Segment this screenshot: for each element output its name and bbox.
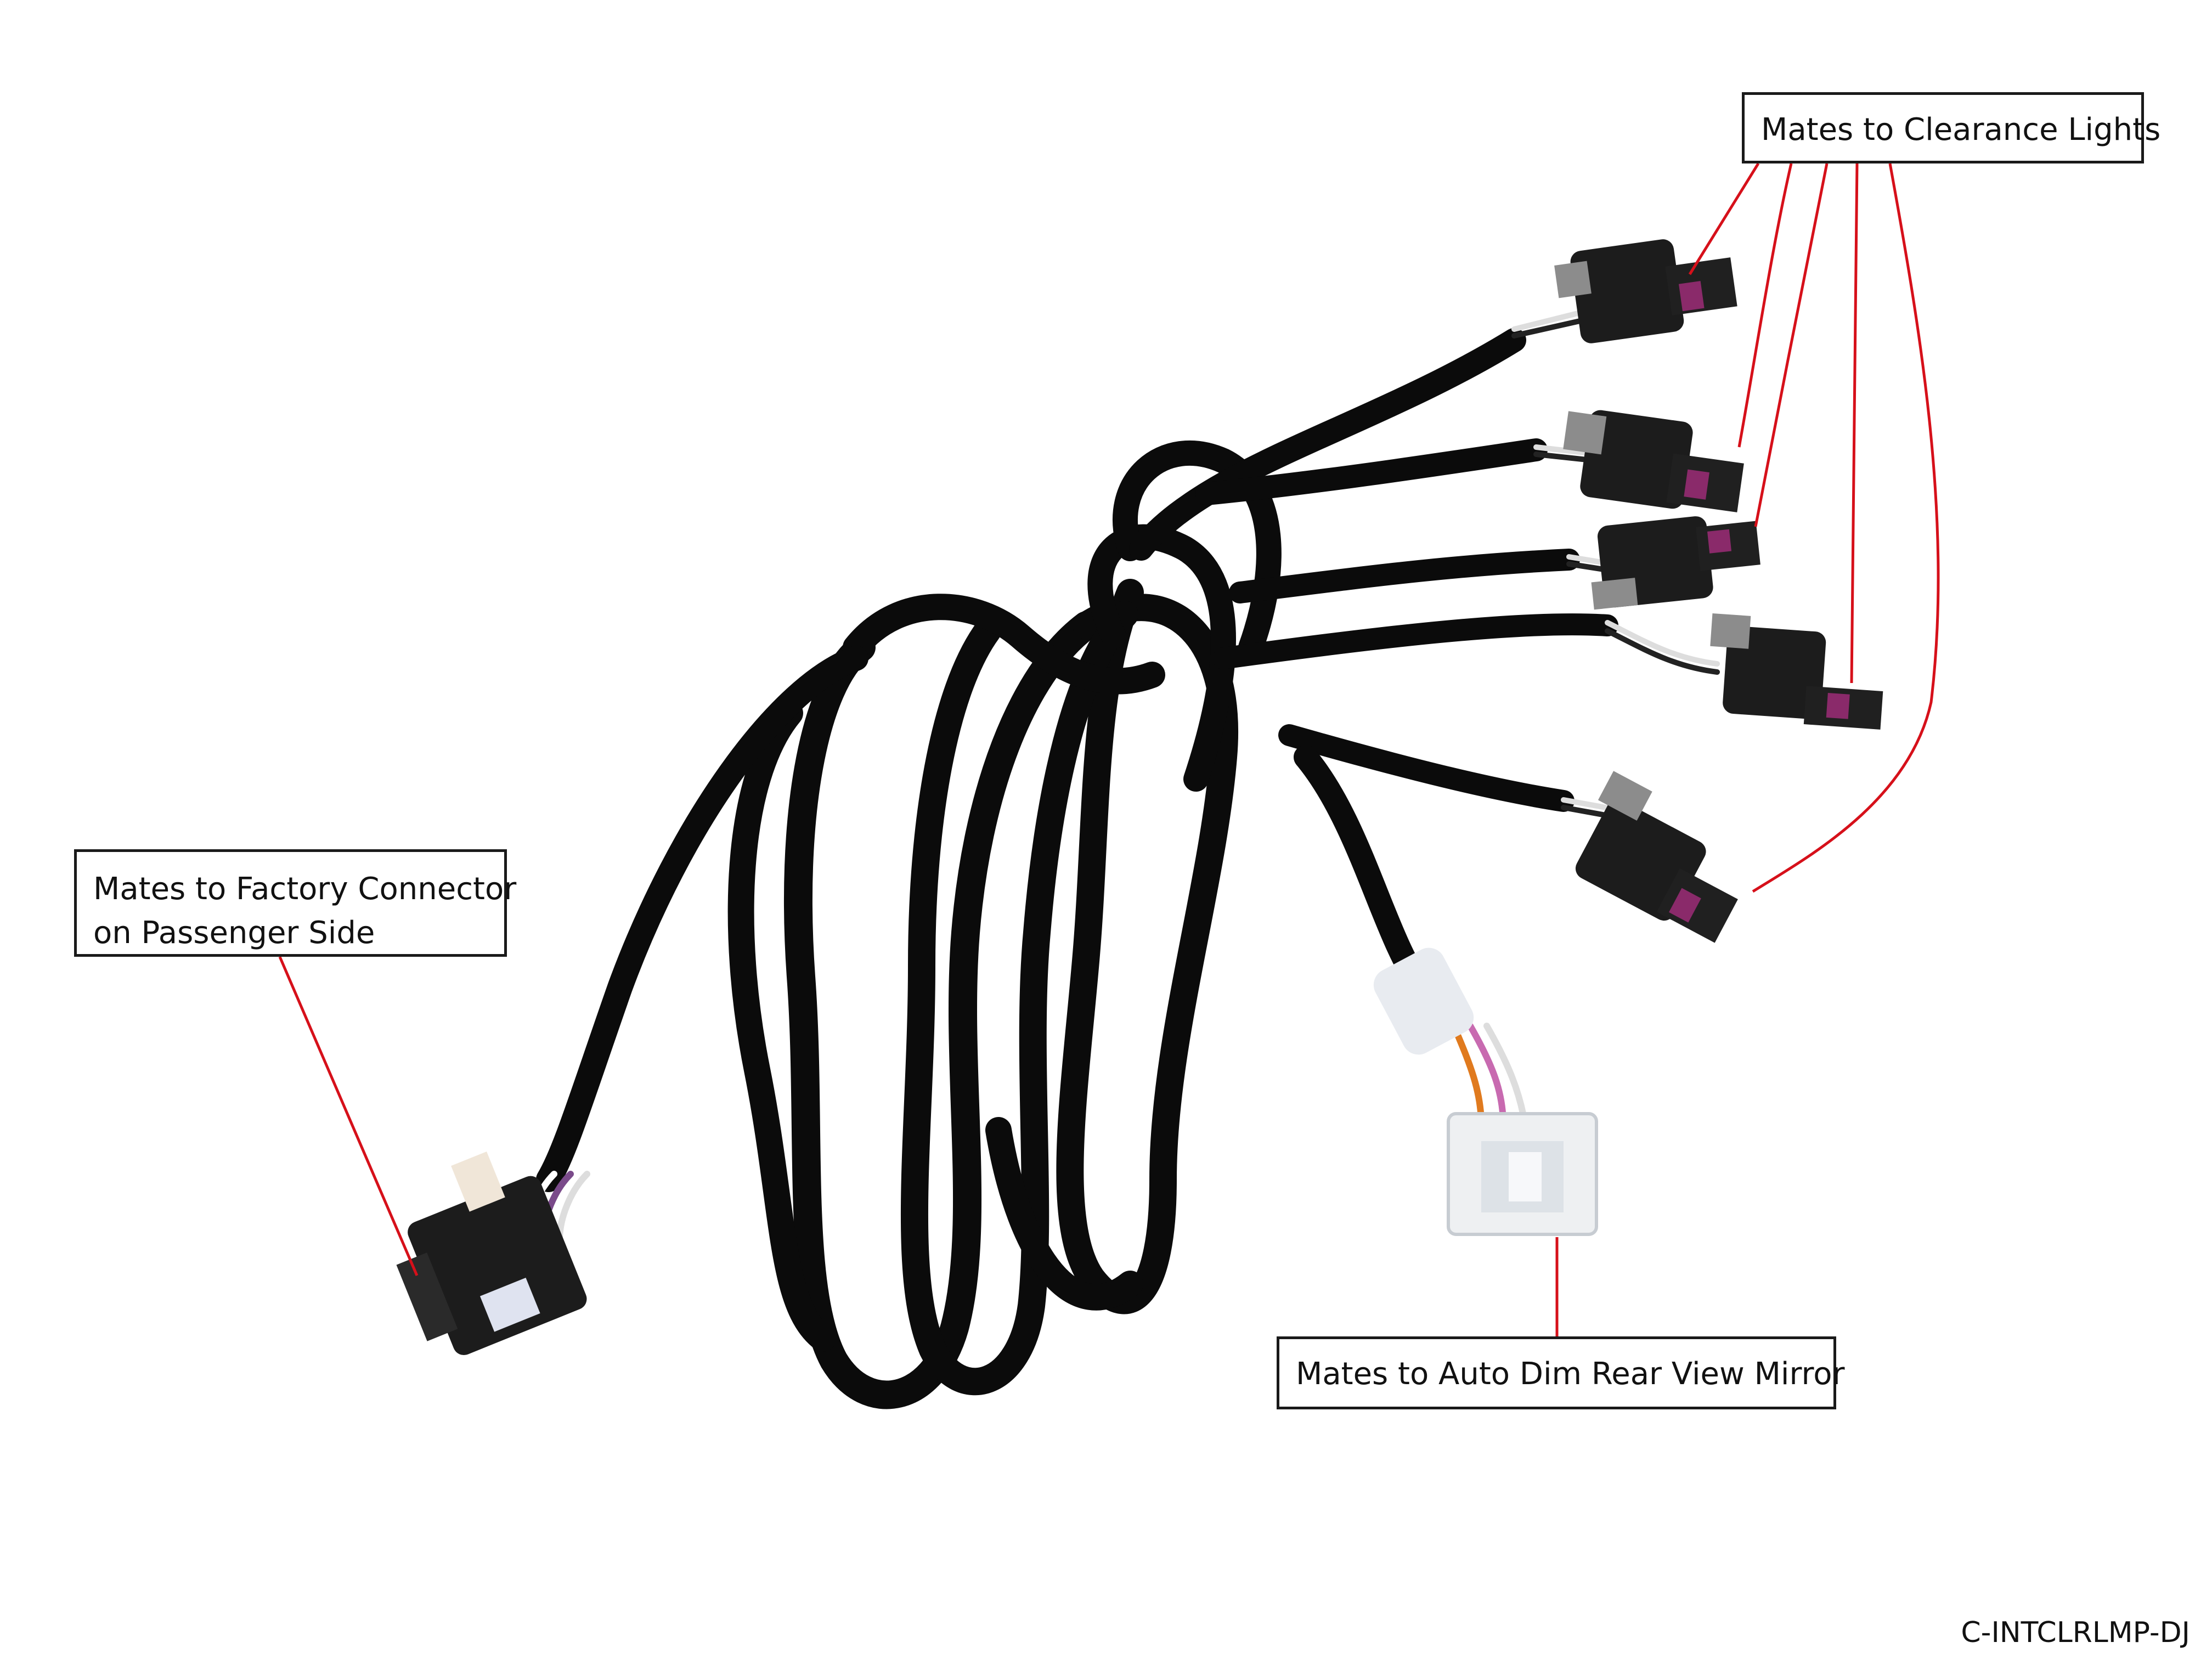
leader-clearance-5 (1752, 163, 1940, 893)
clearance-connector-5 (1575, 771, 1738, 943)
leader-clearance-3 (1754, 163, 1829, 527)
clearance-connector-1 (1554, 239, 1737, 343)
callout-mirror-text: Mates to Auto Dim Rear View Mirror (1296, 1356, 1845, 1392)
callout-clearance-lights: Mates to Clearance Lights (1742, 92, 2161, 163)
leader-lines (278, 162, 1940, 1336)
callout-factory-connector: Mates to Factory Connector on Passenger … (74, 849, 517, 957)
part-label-sleeve (1373, 947, 1474, 1055)
part-number: C-INTCLRLMP-DJ (1961, 1616, 2190, 1649)
callout-clearance-text: Mates to Clearance Lights (1761, 112, 2161, 148)
factory-connector (396, 1151, 587, 1356)
leader-clearance-2 (1737, 163, 1793, 448)
clearance-connector-4 (1710, 613, 1883, 730)
leader-clearance-4 (1850, 163, 1859, 684)
mirror-connector (1447, 1112, 1598, 1236)
leader-factory (278, 956, 419, 1276)
exposed-wires (523, 310, 1720, 1243)
clearance-connector-3 (1591, 516, 1760, 610)
callout-factory-line-2: on Passenger Side (93, 915, 375, 951)
leader-clearance-1 (1688, 162, 1760, 275)
callout-factory-line-1: Mates to Factory Connector (93, 871, 517, 907)
callout-rear-view-mirror: Mates to Auto Dim Rear View Mirror (1277, 1336, 1845, 1409)
clearance-connector-2 (1563, 410, 1744, 512)
clearance-connectors (1554, 239, 1883, 943)
harness-coils (536, 328, 1618, 1409)
